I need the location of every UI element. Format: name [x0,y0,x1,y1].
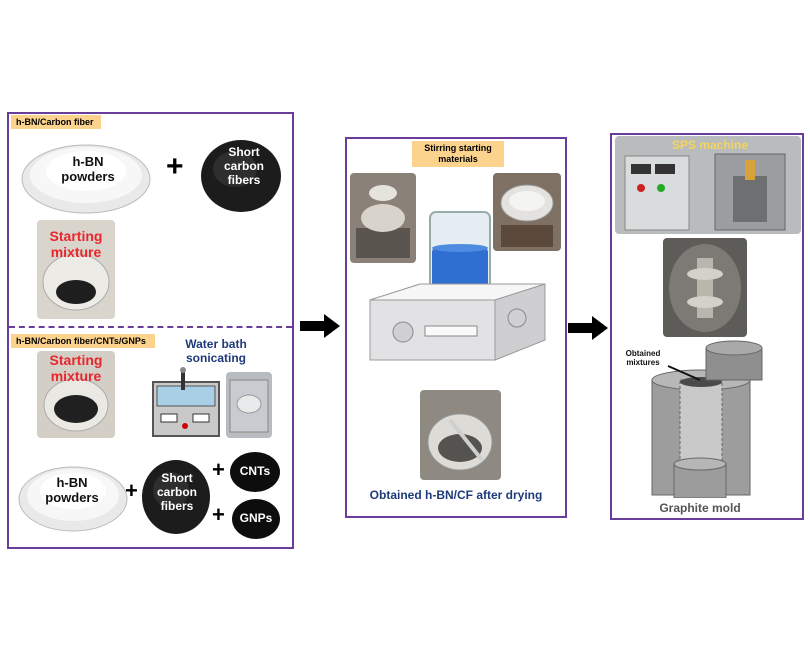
starting-mixture-label-2: Starting mixture [49,352,103,385]
dashed-divider [9,326,292,328]
hbn-powders-label-1: h-BN powders [61,154,115,184]
sps-machine-label: SPS machine [671,138,749,152]
sonicator-photo [226,372,272,438]
gnps-label: GNPs [239,511,273,525]
hbn-powder-image [19,131,154,217]
hbn-powder-image-2 [16,455,131,535]
plus-sign-4: + [212,502,225,527]
cnts-label: CNTs [239,464,271,478]
sps-chamber-photo [663,238,747,337]
gnps-blob-icon [230,497,282,541]
stirrer-photo-left [350,173,416,263]
graphite-mold-label: Graphite mold [659,501,741,515]
plus-sign-1: + [166,150,184,183]
cnts-blob-icon [228,450,282,494]
sps-machine-photo [615,136,801,234]
stirrer-photo-right [493,173,561,251]
obtained-mixtures-label: Obtained mixtures [625,349,661,368]
magnetic-stirrer-icon [365,200,550,375]
short-carbon-fibers-image-1 [197,131,285,217]
dried-mixture-photo [420,390,501,480]
plus-sign-3: + [212,457,225,482]
starting-mixture-image-2 [37,351,115,438]
arrow-right-icon-1 [300,314,340,338]
graphite-mold-icon [650,340,765,498]
water-bath-sonicator-icon [147,366,225,440]
short-carbon-fibers-label-1: Short carbon fibers [223,145,264,187]
starting-mixture-image-1 [37,220,115,319]
tag-stirring: Stirring starting materials [412,141,504,167]
plus-sign-2: + [125,478,138,503]
obtained-hbn-cf-caption: Obtained h-BN/CF after drying [369,488,543,502]
starting-mixture-label-1: Starting mixture [49,228,103,261]
hbn-powders-label-2: h-BN powders [45,475,99,505]
short-carbon-fibers-image-2 [139,452,213,538]
water-bath-label: Water bath sonicating [185,337,247,365]
tag-hbn-carbon-fiber: h-BN/Carbon fiber [11,115,101,129]
tag-hbn-cf-cnts-gnps: h-BN/Carbon fiber/CNTs/GNPs [11,334,155,348]
short-carbon-fibers-label-2: Short carbon fibers [156,471,197,513]
arrow-right-icon-2 [568,316,608,340]
